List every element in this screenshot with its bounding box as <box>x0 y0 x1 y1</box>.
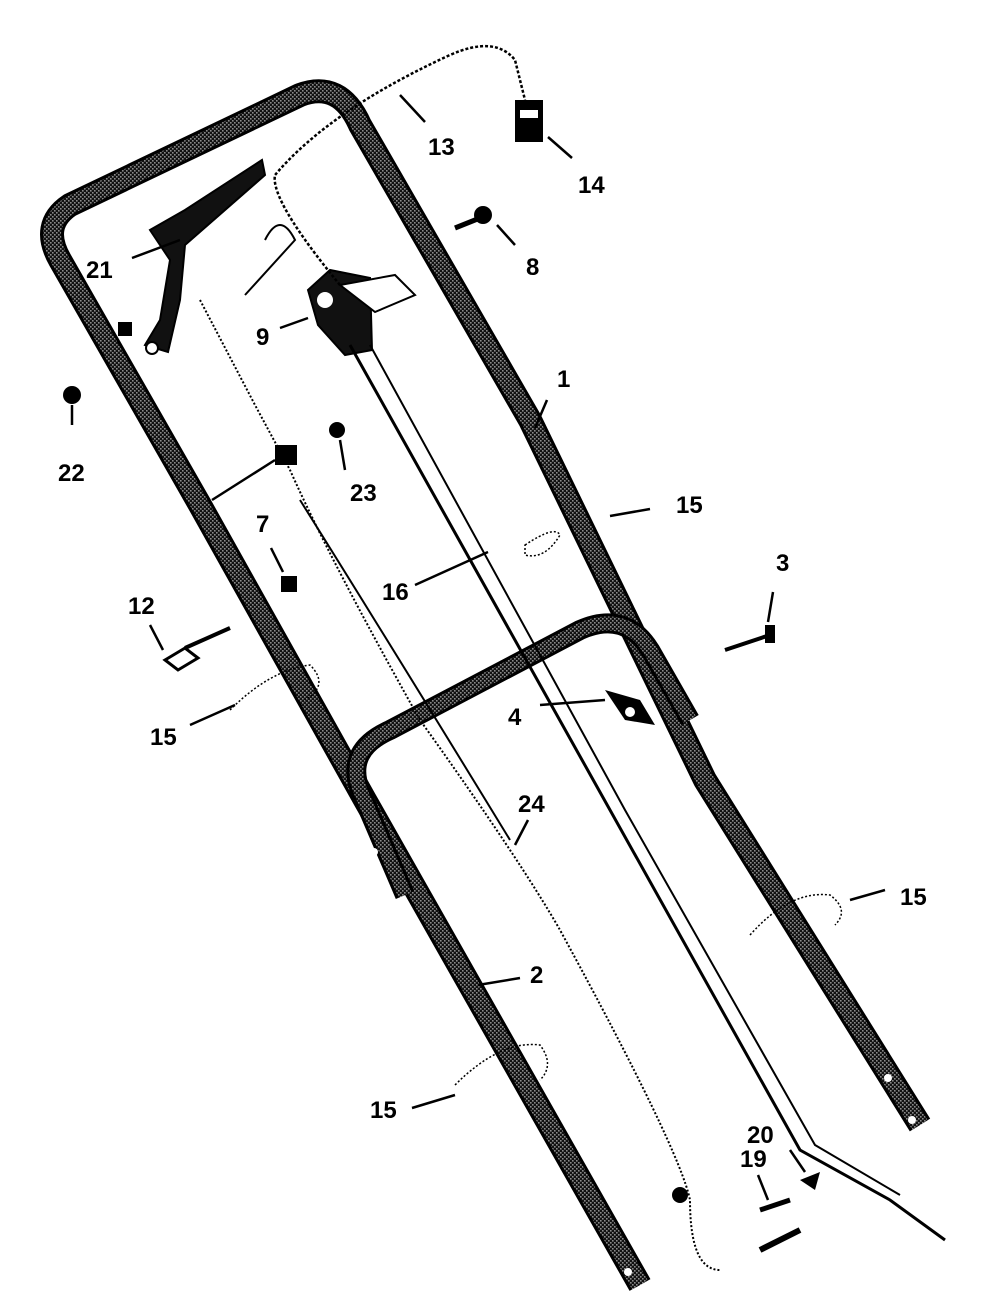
bolt-3 <box>724 633 771 652</box>
hardware <box>63 100 820 1253</box>
spring-19 <box>759 1197 791 1213</box>
spring-lower <box>758 1227 802 1253</box>
control-housing <box>306 268 417 357</box>
control-cable-16-inner <box>369 344 901 1196</box>
callout-labels: 13 14 8 21 9 1 22 23 15 7 16 3 12 4 15 2… <box>58 134 927 1173</box>
bail-lever <box>118 158 267 355</box>
callout-1: 1 <box>557 366 570 393</box>
upper-handle-tube <box>40 79 931 1291</box>
callout-21: 21 <box>86 257 113 284</box>
grommet <box>672 1187 688 1203</box>
wing-knob-12 <box>162 646 201 672</box>
cable-tie-3 <box>749 893 843 936</box>
lower-handle-tube <box>346 613 699 899</box>
callout-22: 22 <box>58 460 85 487</box>
clip-20 <box>800 1172 820 1190</box>
callout-24: 24 <box>518 791 545 818</box>
cable-24 <box>199 299 721 1271</box>
callout-8: 8 <box>526 254 539 281</box>
callout-9: 9 <box>256 324 269 351</box>
nut-7 <box>281 576 297 592</box>
callout-23: 23 <box>350 480 377 507</box>
callout-16: 16 <box>382 579 409 606</box>
cable-loop <box>244 224 297 296</box>
callout-7: 7 <box>256 511 269 538</box>
callout-15-d: 15 <box>370 1097 397 1124</box>
cables <box>199 44 946 1271</box>
cable-tie-4 <box>454 1043 549 1086</box>
callout-15-a: 15 <box>676 492 703 519</box>
throttle-cable-upper <box>273 44 527 286</box>
callout-15-b: 15 <box>150 724 177 751</box>
control-cable-16 <box>348 344 946 1242</box>
callout-19: 19 <box>740 1146 767 1173</box>
callout-2: 2 <box>530 962 543 989</box>
cable-guide-14 <box>515 100 543 142</box>
callout-13: 13 <box>428 134 455 161</box>
callout-3: 3 <box>776 550 789 577</box>
leader-lines <box>70 94 886 1201</box>
callout-15-c: 15 <box>900 884 927 911</box>
callout-14: 14 <box>578 172 605 199</box>
cable-tie-1 <box>524 530 561 557</box>
cable-ties <box>229 530 843 1086</box>
nut-22 <box>63 386 81 404</box>
callout-12: 12 <box>128 593 155 620</box>
callout-20: 20 <box>747 1122 774 1149</box>
screw-23 <box>329 422 345 438</box>
bail-pivot-block <box>118 322 132 336</box>
clamp-body <box>275 445 297 465</box>
cable-24-mid <box>299 499 511 841</box>
callout-4: 4 <box>508 704 522 731</box>
cable-tie-2 <box>229 664 320 711</box>
